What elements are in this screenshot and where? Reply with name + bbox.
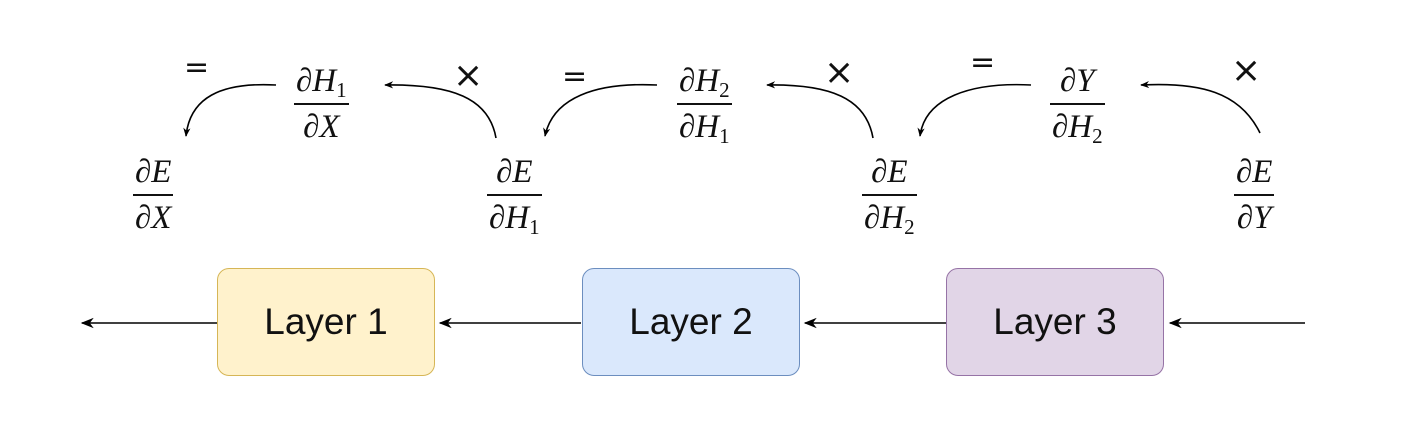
layer-2-label: Layer 2 bbox=[629, 301, 753, 342]
fraction-bar bbox=[487, 194, 542, 196]
gradient-dE-dX-denominator: ∂X bbox=[135, 200, 172, 236]
gradient-dE-dX-numerator: ∂E bbox=[135, 154, 172, 190]
gradient-dE-dH2-numerator: ∂E bbox=[871, 154, 908, 190]
local-gradient-dY-dH2-numerator: ∂Y bbox=[1059, 63, 1095, 99]
times-sign-1: × bbox=[453, 55, 484, 96]
fraction-bar bbox=[294, 103, 349, 105]
gradient-dE-dY-numerator: ∂E bbox=[1236, 154, 1273, 190]
times-sign-2: × bbox=[824, 52, 855, 93]
equals-sign-1: = bbox=[184, 50, 210, 85]
times-sign-3: × bbox=[1231, 50, 1262, 91]
gradient-dE-dY-denominator: ∂Y bbox=[1236, 200, 1272, 236]
gradient-dE-dH1-denominator: ∂H1 bbox=[489, 200, 540, 239]
gradient-dE-dY: ∂E ∂Y bbox=[1234, 154, 1275, 236]
gradient-dE-dH1: ∂E ∂H1 bbox=[487, 154, 542, 239]
local-gradient-dH1-dX-numerator: ∂H1 bbox=[296, 63, 347, 102]
local-gradient-dH2-dH1-numerator: ∂H2 bbox=[679, 63, 730, 102]
equals-sign-3: = bbox=[970, 45, 996, 80]
layer-3-box: Layer 3 bbox=[946, 268, 1164, 376]
fraction-bar bbox=[133, 194, 174, 196]
layer-2-box: Layer 2 bbox=[582, 268, 800, 376]
gradient-dE-dH2-denominator: ∂H2 bbox=[864, 200, 915, 239]
local-gradient-dH1-dX: ∂H1 ∂X bbox=[294, 65, 349, 144]
fraction-bar bbox=[677, 103, 732, 105]
fraction-bar bbox=[1050, 103, 1105, 105]
curve-arrow-times-1 bbox=[384, 81, 497, 139]
local-gradient-dY-dH2-denominator: ∂H2 bbox=[1052, 109, 1103, 148]
equals-sign-2: = bbox=[562, 59, 588, 94]
curve-arrow-times-3 bbox=[1140, 80, 1261, 134]
local-gradient-dH2-dH1: ∂H2 ∂H1 bbox=[677, 63, 732, 148]
curve-arrow-equals-1 bbox=[183, 83, 277, 137]
local-gradient-dH1-dX-denominator: ∂X bbox=[303, 109, 340, 145]
curve-arrow-times-2 bbox=[766, 81, 874, 139]
layer-1-label: Layer 1 bbox=[264, 301, 388, 342]
fraction-bar bbox=[862, 194, 917, 196]
layer-3-label: Layer 3 bbox=[993, 301, 1117, 342]
curve-arrow-equals-2 bbox=[543, 83, 658, 137]
layer-1-box: Layer 1 bbox=[217, 268, 435, 376]
local-gradient-dY-dH2: ∂Y ∂H2 bbox=[1050, 63, 1105, 148]
gradient-dE-dX: ∂E ∂X bbox=[133, 154, 174, 236]
gradient-dE-dH1-numerator: ∂E bbox=[496, 154, 533, 190]
fraction-bar bbox=[1234, 194, 1275, 196]
local-gradient-dH2-dH1-denominator: ∂H1 bbox=[679, 109, 730, 148]
curve-arrow-equals-3 bbox=[917, 83, 1032, 137]
gradient-dE-dH2: ∂E ∂H2 bbox=[862, 154, 917, 239]
